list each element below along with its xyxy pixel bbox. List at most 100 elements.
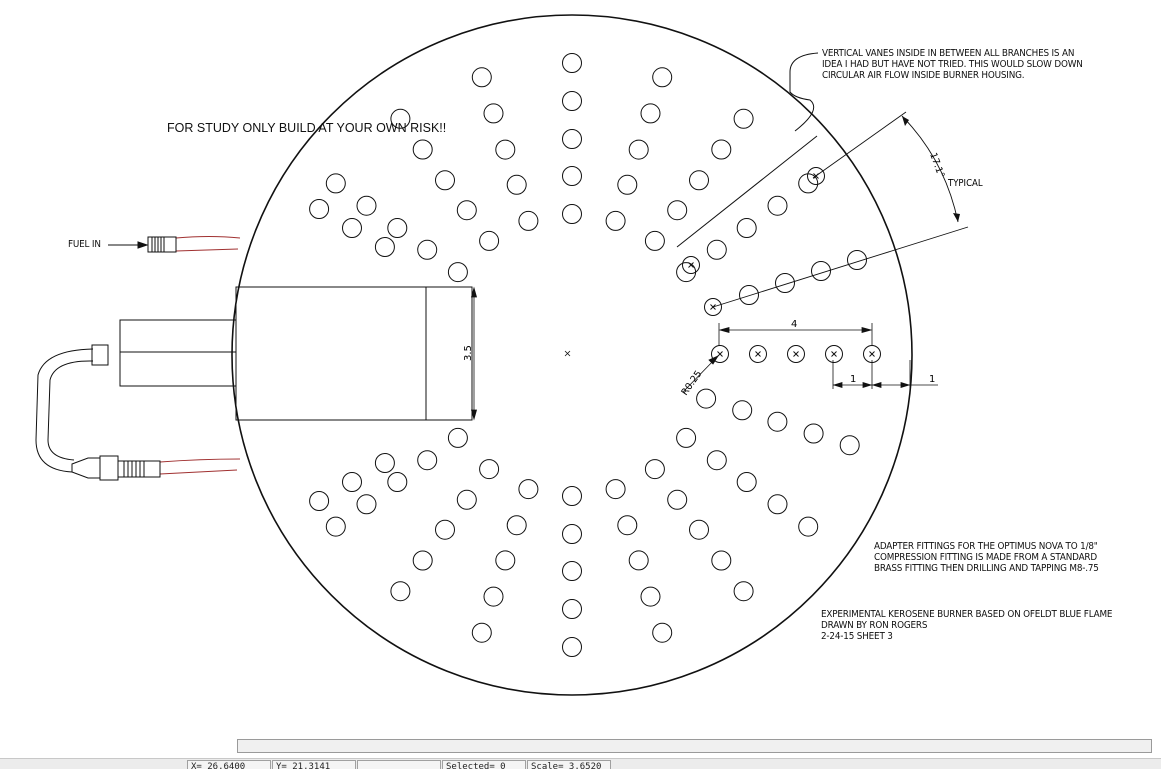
burner-hole <box>435 170 455 191</box>
status-selected-count: Selected= 0 <box>442 760 526 769</box>
angle-label: 17.1° <box>927 151 946 179</box>
burner-hole <box>767 411 788 432</box>
burner-hole <box>736 472 757 492</box>
angle-arrows <box>902 116 960 222</box>
horizontal-scrollbar[interactable] <box>237 739 1152 753</box>
hole-center-mark <box>793 351 799 357</box>
burner-hole <box>456 200 477 221</box>
status-bar: X= 26.6400 Y= 21.3141 Selected= 0 Scale=… <box>0 758 1161 769</box>
dimension-1b-label: 1 <box>929 374 935 385</box>
burner-hole <box>640 103 661 124</box>
burner-hole <box>667 200 688 221</box>
typical-hole <box>787 345 805 363</box>
burner-hole <box>562 91 582 111</box>
hole-center-mark <box>755 351 761 357</box>
dimension-1a-label: 1 <box>850 374 856 385</box>
status-y-coordinate: Y= 21.3141 <box>272 760 356 769</box>
fuel-in-label: FUEL IN <box>68 239 101 250</box>
burner-hole <box>390 108 411 129</box>
title-note-line: DRAWN BY RON ROGERS <box>821 620 928 631</box>
fuel-in-fitting <box>147 236 177 253</box>
preheat-loop <box>35 344 161 481</box>
radius-label: R0.25 <box>679 369 704 398</box>
title-note-line: EXPERIMENTAL KEROSENE BURNER BASED ON OF… <box>821 609 1113 620</box>
burner-body <box>119 319 237 387</box>
typical-hole <box>704 298 722 316</box>
burner-hole <box>412 550 433 571</box>
burner-hole <box>435 519 455 540</box>
adapter-note-line: ADAPTER FITTINGS FOR THE OPTIMUS NOVA TO… <box>874 541 1098 552</box>
burner-hole <box>387 472 408 492</box>
burner-hole <box>689 519 709 540</box>
cad-drawing-canvas[interactable]: 3.5 17.1° <box>0 0 1161 740</box>
burner-hole <box>628 139 649 160</box>
burner-hole <box>483 586 504 607</box>
burner-hole <box>325 173 346 194</box>
burner-hole <box>518 479 539 500</box>
burner-hole <box>479 230 500 251</box>
burner-hole <box>495 550 516 571</box>
burner-hole <box>495 139 516 160</box>
burner-hole <box>412 139 433 160</box>
hole-center-mark <box>831 351 837 357</box>
burner-hole <box>417 239 438 260</box>
dimension-4-label: 4 <box>791 319 797 330</box>
hole-center-mark <box>869 351 875 357</box>
hole-center-mark <box>688 262 694 268</box>
burner-hole <box>562 53 582 73</box>
burner-hole <box>562 486 582 506</box>
typical-hole <box>682 256 700 274</box>
angle-dimension <box>712 111 969 308</box>
burner-hole <box>775 273 795 293</box>
burner-hole <box>356 195 377 216</box>
burner-hole <box>374 237 395 257</box>
typical-hole <box>825 345 843 363</box>
vanes-note-line: CIRCULAR AIR FLOW INSIDE BURNER HOUSING. <box>822 70 1025 81</box>
burner-hole <box>706 239 727 260</box>
burner-hole <box>689 170 709 191</box>
typical-hole <box>807 167 825 185</box>
burner-hole <box>447 427 468 448</box>
warning-text: FOR STUDY ONLY BUILD AT YOUR OWN RISK!! <box>167 121 447 135</box>
burner-hole <box>711 139 732 160</box>
burner-hole <box>562 637 582 657</box>
burner-hole <box>767 494 788 515</box>
burner-hole <box>387 218 408 238</box>
burner-hole <box>706 450 727 471</box>
center-mark <box>564 350 571 357</box>
burner-hole <box>847 250 867 270</box>
burner-hole <box>696 388 717 409</box>
burner-hole <box>309 491 330 511</box>
typical-label: TYPICAL <box>947 179 983 190</box>
burner-hole <box>767 195 788 216</box>
burner-hole <box>562 129 582 149</box>
burner-hole <box>374 453 395 473</box>
vanes-note-line: VERTICAL VANES INSIDE IN BETWEEN ALL BRA… <box>822 48 1075 59</box>
burner-hole <box>356 494 377 515</box>
burner-hole <box>342 218 362 238</box>
status-x-coordinate: X= 26.6400 <box>187 760 271 769</box>
vanes-leader <box>676 52 819 248</box>
adapter-note: ADAPTER FITTINGS FOR THE OPTIMUS NOVA TO… <box>874 541 1099 574</box>
burner-hole <box>562 166 582 186</box>
burner-hole <box>325 516 346 537</box>
burner-hole <box>733 581 754 602</box>
burner-hole <box>390 581 411 602</box>
typical-hole <box>711 345 729 363</box>
burner-hole <box>479 459 500 480</box>
burner-hole <box>617 174 638 195</box>
burner-hole <box>417 450 438 471</box>
burner-hole <box>667 489 688 510</box>
burner-hole <box>811 261 831 281</box>
burner-hole <box>652 67 673 88</box>
burner-hole <box>562 561 582 581</box>
burner-hole <box>736 218 757 238</box>
typical-hole <box>749 345 767 363</box>
vanes-note-line: IDEA I HAD BUT HAVE NOT TRIED. THIS WOUL… <box>822 59 1083 70</box>
vanes-note: VERTICAL VANES INSIDE IN BETWEEN ALL BRA… <box>822 48 1083 81</box>
title-block-note: EXPERIMENTAL KEROSENE BURNER BASED ON OF… <box>821 609 1113 642</box>
burner-hole <box>471 622 492 643</box>
burner-hole <box>342 472 362 492</box>
burner-hole <box>309 199 330 219</box>
burner-hole <box>733 108 754 129</box>
